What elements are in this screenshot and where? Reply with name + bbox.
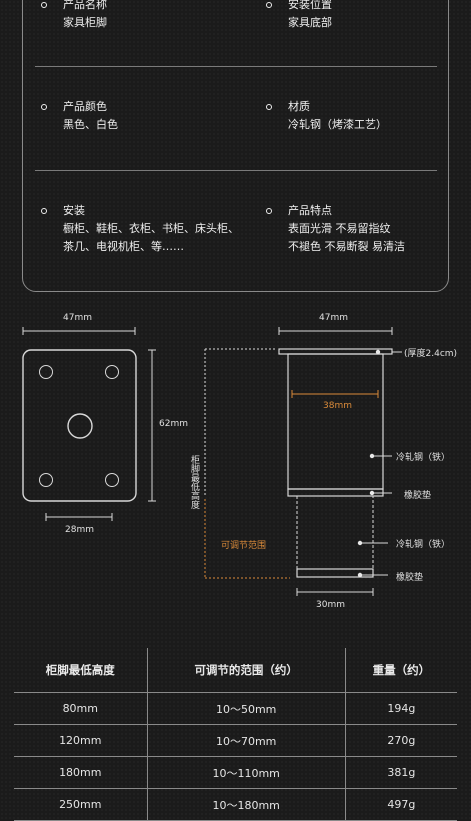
info-item-features: 产品特点 表面光滑 不易留指纹 不褪色 不易断裂 易清洁: [266, 202, 405, 256]
info-value: 家具柜脚: [63, 16, 107, 29]
table-cell: 497g: [345, 788, 457, 821]
divider: [35, 170, 437, 171]
table-cell: 250mm: [14, 788, 148, 821]
table-cell: 10～180mm: [146, 788, 346, 821]
table-cell: 270g: [345, 724, 457, 757]
table-cell: 120mm: [14, 724, 148, 757]
info-item-location: 安装位置 家具底部: [266, 0, 332, 32]
cold-rolled-label: 冷轧钢（铁）: [396, 453, 451, 463]
bullet-icon: [266, 208, 272, 214]
info-label: 产品名称: [63, 0, 107, 11]
table-cell: 80mm: [14, 692, 148, 725]
cold-rolled-label: 冷轧钢（铁）: [396, 540, 451, 550]
info-label: 安装: [63, 204, 85, 217]
extension: [296, 495, 374, 570]
info-card: [22, 0, 449, 292]
table-row: 250mm 10～180mm 497g: [14, 788, 457, 821]
screw-hole: [105, 473, 119, 487]
table-row: 120mm 10～70mm 270g: [14, 724, 457, 757]
table-header-row: 柜脚最低高度 可调节的范围（约） 重量（约）: [14, 648, 457, 693]
min-height-label: 柜脚最低高度: [189, 455, 199, 509]
bullet-icon: [266, 2, 272, 8]
info-value: 黑色、白色: [63, 118, 118, 131]
bullet-icon: [41, 104, 47, 110]
table-cell: 10～70mm: [146, 724, 346, 757]
mounting-plate: [22, 349, 137, 502]
hole-spacing-label: 28mm: [65, 525, 94, 535]
table-cell: 381g: [345, 756, 457, 789]
info-item-name: 产品名称 家具柜脚: [41, 0, 107, 32]
info-value: 表面光滑 不易留指纹 不褪色 不易断裂 易清洁: [288, 222, 405, 253]
table-cell: 10～50mm: [146, 692, 346, 725]
info-label: 材质: [288, 100, 310, 113]
rubber-pad-label: 橡胶垫: [404, 491, 432, 501]
plate-height-label: 62mm: [159, 419, 188, 429]
plate-width-label: 47mm: [63, 313, 92, 323]
info-value: 冷轧钢（烤漆工艺）: [288, 118, 387, 131]
table-cell: 194g: [345, 692, 457, 725]
bullet-icon: [266, 104, 272, 110]
leg-body: [287, 353, 384, 490]
table-row: 80mm 10～50mm 194g: [14, 692, 457, 725]
info-item-install: 安装 橱柜、鞋柜、衣柜、书柜、床头柜、 茶几、电视机柜、等……: [41, 202, 239, 256]
screw-hole: [39, 365, 53, 379]
side-width-label: 47mm: [319, 313, 348, 323]
bullet-icon: [41, 208, 47, 214]
inner-width-label: 38mm: [323, 401, 352, 411]
info-value: 橱柜、鞋柜、衣柜、书柜、床头柜、 茶几、电视机柜、等……: [63, 222, 239, 253]
top-plate: [278, 348, 393, 355]
thickness-label: (厚度2.4cm): [404, 349, 458, 359]
divider: [35, 66, 437, 67]
adjustable-range-label: 可调节范围: [221, 541, 267, 551]
bottom-width-label: 30mm: [316, 600, 345, 610]
column-header: 重量（约）: [345, 648, 457, 693]
leg-rubber-pad: [287, 488, 384, 497]
table-row: 180mm 10～110mm 381g: [14, 756, 457, 789]
info-label: 产品特点: [288, 204, 332, 217]
screw-hole: [105, 365, 119, 379]
info-item-color: 产品颜色 黑色、白色: [41, 98, 118, 134]
rubber-pad-label: 橡胶垫: [396, 573, 424, 583]
diagram-drawing: [22, 327, 402, 596]
info-value: 家具底部: [288, 16, 332, 29]
screw-hole: [39, 473, 53, 487]
table-cell: 10～110mm: [146, 756, 346, 789]
center-hole: [67, 413, 93, 439]
info-label: 产品颜色: [63, 100, 107, 113]
column-header: 可调节的范围（约）: [146, 648, 346, 693]
table-cell: 180mm: [14, 756, 148, 789]
extension-pad: [296, 568, 374, 578]
info-item-material: 材质 冷轧钢（烤漆工艺）: [266, 98, 387, 134]
bullet-icon: [41, 2, 47, 8]
column-header: 柜脚最低高度: [14, 648, 148, 693]
spec-table: 柜脚最低高度 可调节的范围（约） 重量（约） 80mm 10～50mm 194g…: [14, 648, 457, 821]
info-label: 安装位置: [288, 0, 332, 11]
